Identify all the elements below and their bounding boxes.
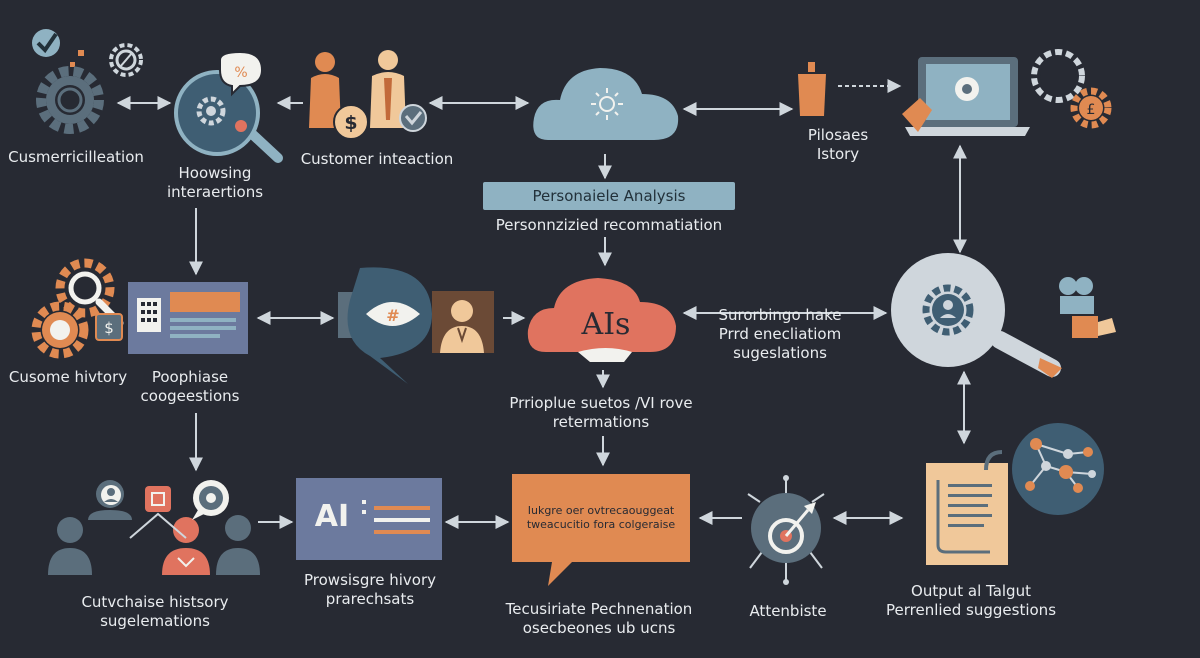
- dollar-coin-icon: $: [333, 104, 369, 140]
- avatar-small-icon: [101, 485, 121, 505]
- node-purchase-card: [128, 282, 248, 354]
- label-cust-identification: Cusmerricilleation: [8, 148, 144, 166]
- label-cutchase: Cutvchaise histsory sugelemations: [81, 593, 229, 630]
- analysis-subtitle: Personnzizied recommatiation: [495, 216, 723, 234]
- label-surrounding: Surorbingo hake Prrd enecliatiom sugesla…: [718, 306, 842, 362]
- label-tecusiriate: Tecusiriate Pechnenation osecbeones ub u…: [505, 600, 693, 637]
- large-gear-icon: [36, 66, 104, 134]
- speech-bubble-icon: [512, 474, 690, 586]
- node-ai-panel: AI: [296, 478, 442, 560]
- node-customer-interaction: $: [309, 50, 427, 140]
- sun-icon: [591, 88, 623, 120]
- gear-outline-icon: [1031, 49, 1085, 103]
- share-node-icon: [129, 486, 187, 539]
- label-ai-panel: Prowsisgre hivory prarechsats: [304, 571, 436, 608]
- label-purchase-history-top: Pilosaes Istory: [807, 126, 869, 163]
- node-eye-panel: #: [338, 267, 494, 384]
- svg-text:#: #: [386, 306, 399, 325]
- pound-gear-icon: £: [1070, 87, 1112, 129]
- gear-pair-icon: [31, 301, 89, 359]
- user-group-icon: [1059, 277, 1116, 338]
- label-purchase-suggestions: Poophiase coogeestions: [140, 368, 240, 405]
- svg-text:$: $: [104, 319, 114, 337]
- target-icon: [751, 493, 821, 563]
- label-output: Output al Talgut Perrenlied suggestions: [885, 582, 1057, 619]
- label-customer-history: Cusome hivtory: [8, 368, 128, 386]
- check-circle-icon: [399, 104, 427, 132]
- label-browsing: Hoowsing interaertions: [166, 164, 264, 201]
- chat-bubble-icon: [192, 480, 229, 520]
- speech-line-2: tweacucitio fora colgeraise: [527, 518, 676, 531]
- network-circle-icon: [1012, 423, 1104, 515]
- customer-group-icon: [48, 480, 260, 575]
- percent-bubble-icon: %: [219, 50, 264, 97]
- arrows: [116, 79, 971, 529]
- node-cloud-top: [533, 68, 679, 140]
- node-purchase-history-top: £: [798, 49, 1112, 136]
- person-icon: [798, 62, 826, 116]
- sparkle-icon: [78, 50, 84, 56]
- label-prophet: Prrioplue suetos /VI rove retermations: [509, 394, 693, 431]
- avatar-icon: [440, 300, 484, 353]
- node-identification-gear: [32, 29, 143, 134]
- label-customer-interaction: Customer inteaction: [300, 150, 454, 168]
- check-badge-icon: [32, 29, 60, 57]
- laptop-icon: [902, 57, 1030, 136]
- node-magnifier-right: [891, 253, 1116, 378]
- svg-text:%: %: [234, 65, 247, 81]
- speech-line-1: Iukgre oer ovtrecaouggeat: [528, 504, 675, 517]
- node-ai-cloud: AIs: [527, 278, 676, 362]
- dollar-card-icon: $: [95, 313, 123, 341]
- small-gear-icon: [109, 43, 143, 77]
- label-attenbiste: Attenbiste: [749, 602, 827, 620]
- eye-icon: #: [366, 302, 420, 326]
- node-target: [747, 475, 825, 585]
- svg-text:£: £: [1087, 102, 1096, 118]
- businessman-icon: [309, 50, 406, 128]
- ai-cloud-text: AIs: [581, 307, 631, 342]
- analysis-banner: Personaiele Analysis: [483, 182, 735, 210]
- document-icon: [926, 450, 1008, 565]
- ai-panel-text: AI: [315, 499, 349, 534]
- node-browsing-magnifier: %: [174, 50, 283, 163]
- speech-text: Iukgre oer ovtrecaouggeat tweacucitio fo…: [527, 504, 676, 531]
- svg-text:$: $: [344, 112, 357, 134]
- node-output: [926, 423, 1104, 565]
- cloud-icon: [533, 68, 679, 140]
- ai-cloud-icon: [527, 278, 676, 352]
- node-people-group: [48, 480, 260, 575]
- magnifier-icon: [174, 70, 260, 156]
- node-speech-bubble: [512, 474, 690, 586]
- node-customer-history-gears: $: [31, 258, 124, 359]
